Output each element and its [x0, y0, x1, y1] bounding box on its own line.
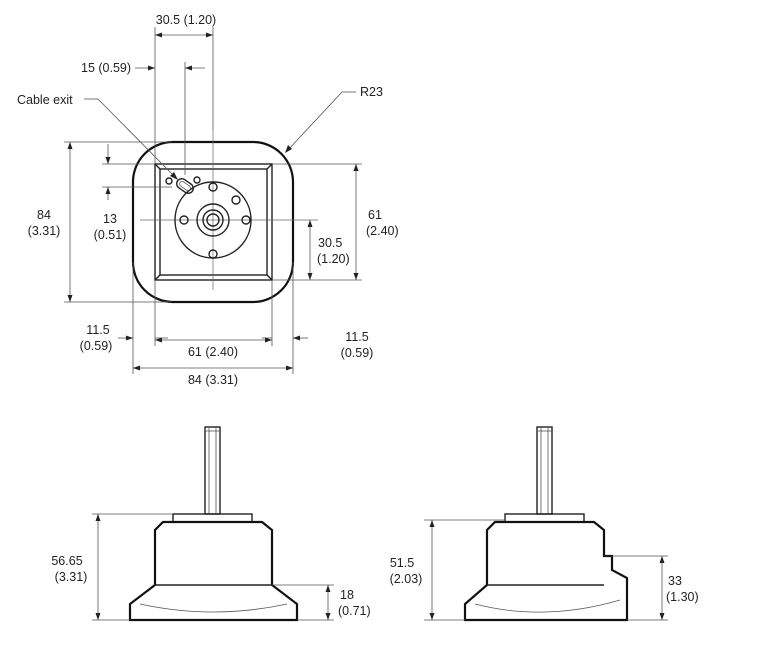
body-a [128, 520, 299, 622]
dim-30-5-right-in: (1.20) [317, 252, 350, 266]
bolt-hole-top [208, 182, 218, 192]
dim-11-5-left-in: (0.59) [80, 339, 113, 353]
cap-b [504, 513, 585, 523]
shaft-b [536, 426, 553, 515]
dim-height-a-in: (3.31) [55, 570, 88, 584]
dim-height-84-in: (3.31) [28, 224, 61, 238]
corner-hole-1 [165, 177, 173, 185]
dim-step-b-in: (1.30) [666, 590, 699, 604]
hub-mid [202, 209, 224, 231]
label-cable-exit: Cable exit [17, 93, 73, 107]
corner-hole-3 [231, 195, 241, 205]
cap-a [172, 513, 253, 523]
dim-height-b: 51.5 [390, 556, 414, 570]
dim-base-a-in: (0.71) [338, 604, 371, 618]
dim-11-5-left: 11.5 [86, 323, 109, 337]
dim-61-right-in: (2.40) [366, 224, 399, 238]
dim-11-5-right: 11.5 [345, 330, 368, 344]
hub-inner [206, 213, 220, 227]
dim-84-bottom: 84 (3.31) [188, 373, 238, 387]
inner-square-inner [159, 168, 268, 276]
bolt-hole-right [241, 215, 251, 225]
body-b [463, 520, 629, 622]
corner-hole-2 [193, 176, 201, 184]
side-view-b: 51.5 (2.03) 33 (1.30) [390, 426, 699, 622]
dim-height-a: 56.65 [51, 554, 82, 568]
dim-11-5-right-in: (0.59) [341, 346, 374, 360]
dim-step-b: 33 [668, 574, 682, 588]
dim-61-bottom: 61 (2.40) [188, 345, 238, 359]
dim-30-5-right: 30.5 [318, 236, 342, 250]
dim-13: 13 [103, 212, 117, 226]
dim-height-84: 84 [37, 208, 51, 222]
shaft-a [204, 426, 221, 515]
dim-height-b-in: (2.03) [390, 572, 423, 586]
dim-cable-offset: 15 (0.59) [81, 61, 131, 75]
dim-61-right: 61 [368, 208, 382, 222]
dim-13-in: (0.51) [94, 228, 127, 242]
label-radius: R23 [360, 85, 383, 99]
inner-square-outer [154, 163, 273, 281]
bolt-hole-bottom [208, 249, 218, 259]
cable-exit-slot [176, 178, 194, 194]
top-view: 30.5 (1.20) 15 (0.59) Cable exit R23 84 … [17, 13, 399, 387]
hub-outer [196, 203, 230, 237]
bolt-hole-left [179, 215, 189, 225]
side-view-a: 56.65 (3.31) 18 (0.71) [51, 426, 371, 622]
dim-base-a: 18 [340, 588, 354, 602]
dim-top-width: 30.5 (1.20) [156, 13, 216, 27]
